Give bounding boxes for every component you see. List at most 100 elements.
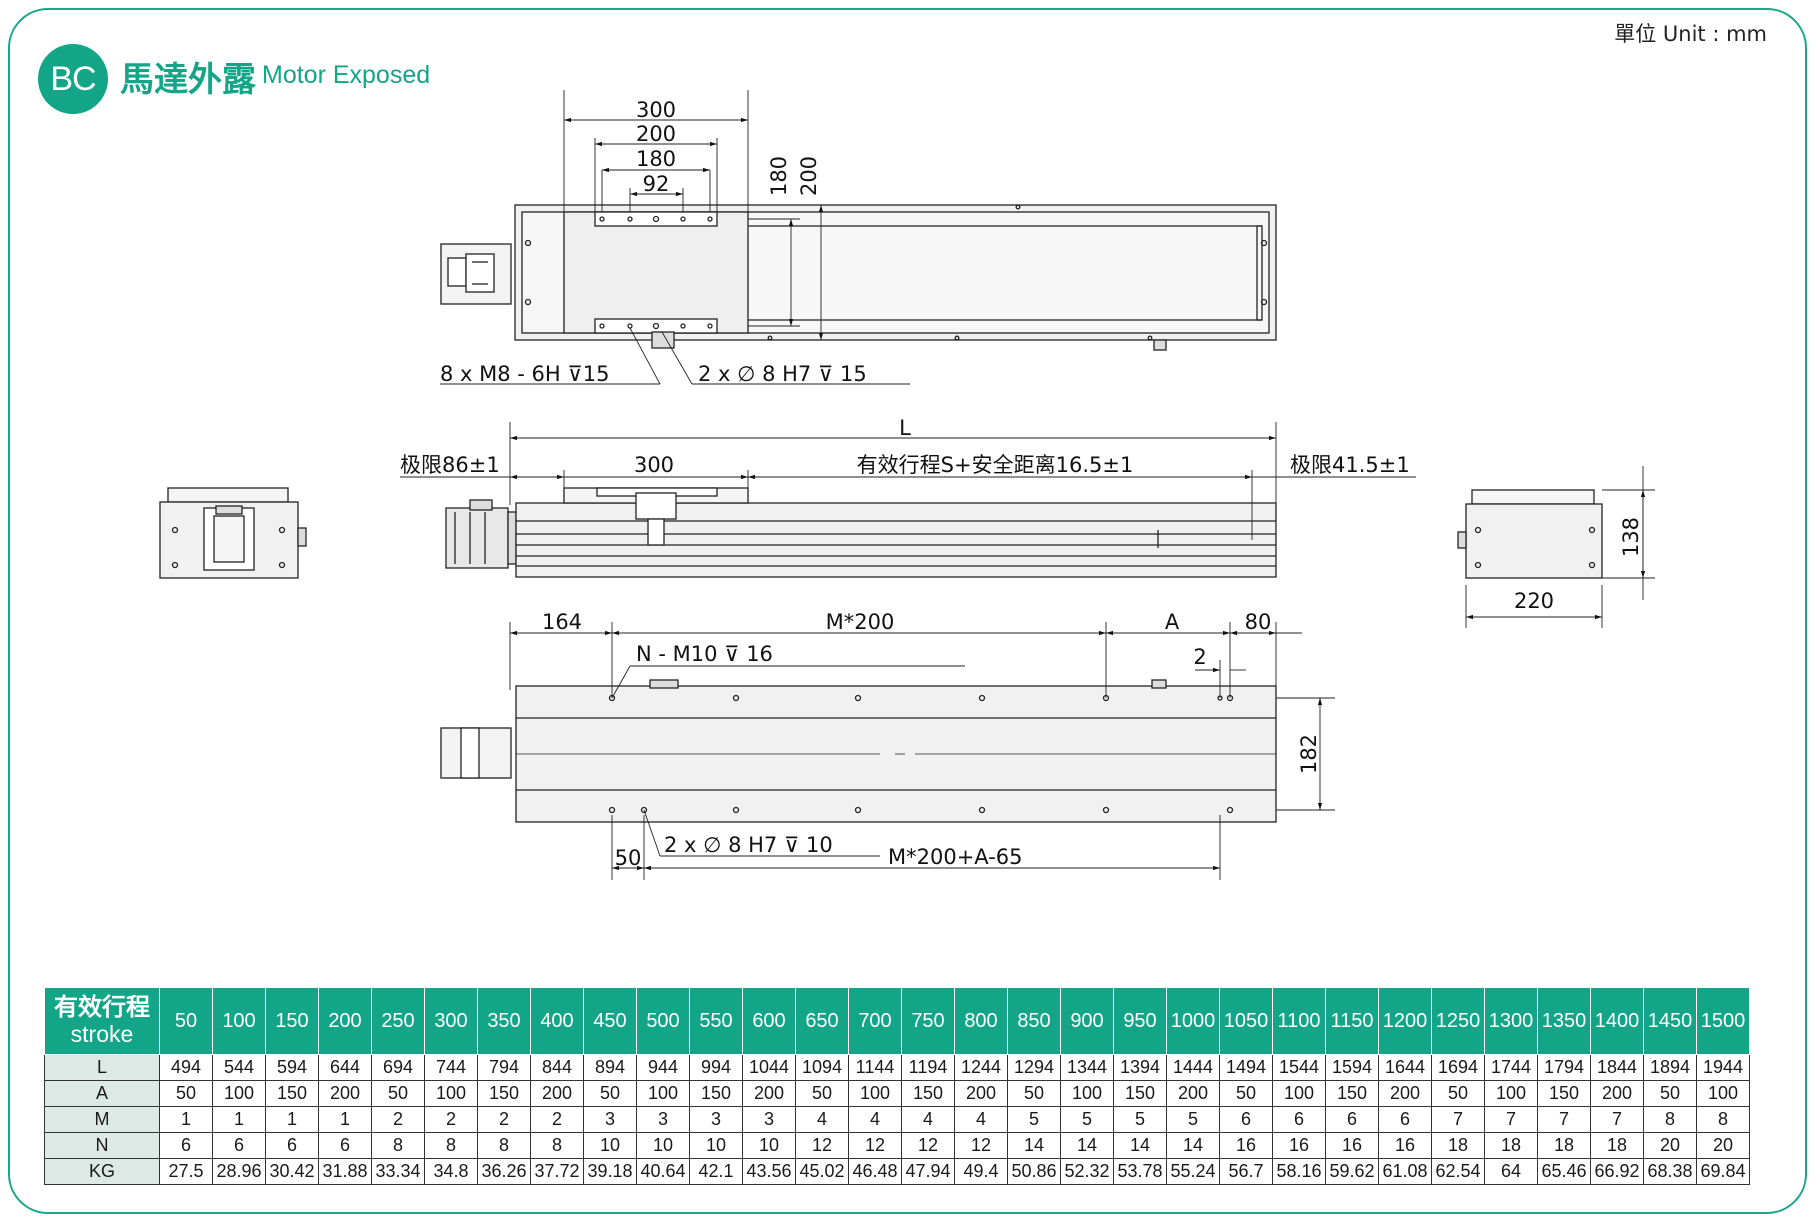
table-cell: 1694 bbox=[1431, 1054, 1485, 1081]
table-cell: 1144 bbox=[848, 1054, 902, 1081]
stroke-cell: 550 bbox=[689, 987, 743, 1055]
right-end-labels: 138 220 bbox=[1514, 517, 1643, 613]
table-cell: 744 bbox=[424, 1054, 478, 1081]
table-cell: 69.84 bbox=[1696, 1158, 1750, 1185]
side-view bbox=[400, 422, 1416, 578]
table-cell: 6 bbox=[1272, 1106, 1326, 1133]
stroke-cell: 100 bbox=[212, 987, 266, 1055]
stroke-note: 有效行程S+安全距离16.5±1 bbox=[857, 453, 1134, 477]
table-cell: 50 bbox=[1007, 1080, 1061, 1107]
table-cell: 4 bbox=[954, 1106, 1008, 1133]
table-cell: 65.46 bbox=[1537, 1158, 1591, 1185]
table-cell: 49.4 bbox=[954, 1158, 1008, 1185]
table-cell: 61.08 bbox=[1378, 1158, 1432, 1185]
table-cell: 1094 bbox=[795, 1054, 849, 1081]
dim-180: 180 bbox=[636, 147, 676, 171]
table-cell: 3 bbox=[583, 1106, 637, 1133]
stroke-cell: 250 bbox=[371, 987, 425, 1055]
table-cell: 12 bbox=[901, 1132, 955, 1159]
table-cell: 1794 bbox=[1537, 1054, 1591, 1081]
table-cell: 16 bbox=[1272, 1132, 1326, 1159]
table-cell: 844 bbox=[530, 1054, 584, 1081]
pin-note-bottom: 2 x ∅ 8 H7 ⊽ 10 bbox=[664, 833, 833, 857]
stroke-cell: 1150 bbox=[1325, 987, 1379, 1055]
span-note: M*200+A-65 bbox=[888, 845, 1023, 869]
dim-80: 80 bbox=[1245, 610, 1272, 634]
table-cell: 150 bbox=[901, 1080, 955, 1107]
stroke-cell: 1500 bbox=[1696, 987, 1750, 1055]
stroke-cell: 700 bbox=[848, 987, 902, 1055]
table-cell: 55.24 bbox=[1166, 1158, 1220, 1185]
table-cell: 1 bbox=[212, 1106, 266, 1133]
table-cell: 2 bbox=[477, 1106, 531, 1133]
table-cell: 14 bbox=[1007, 1132, 1061, 1159]
table-cell: 1644 bbox=[1378, 1054, 1432, 1081]
table-cell: 14 bbox=[1060, 1132, 1114, 1159]
table-cell: 30.42 bbox=[265, 1158, 319, 1185]
title-english: Motor Exposed bbox=[262, 61, 431, 89]
table-cell: 28.96 bbox=[212, 1158, 266, 1185]
table-cell: 1744 bbox=[1484, 1054, 1538, 1081]
table-cell: 50 bbox=[1219, 1080, 1273, 1107]
table-cell: 1244 bbox=[954, 1054, 1008, 1081]
table-cell: 56.7 bbox=[1219, 1158, 1273, 1185]
table-cell: 50 bbox=[1643, 1080, 1697, 1107]
table-cell: 150 bbox=[477, 1080, 531, 1107]
bottom-view bbox=[440, 622, 1335, 880]
stroke-cell: 1000 bbox=[1166, 987, 1220, 1055]
table-cell: 8 bbox=[1696, 1106, 1750, 1133]
table-cell: 200 bbox=[1378, 1080, 1432, 1107]
table-cell: 8 bbox=[1643, 1106, 1697, 1133]
table-cell: 43.56 bbox=[742, 1158, 796, 1185]
table-cell: 200 bbox=[954, 1080, 1008, 1107]
table-cell: 7 bbox=[1590, 1106, 1644, 1133]
table-cell: 694 bbox=[371, 1054, 425, 1081]
stroke-header-zh: 有效行程 bbox=[54, 994, 150, 1021]
stroke-cell: 750 bbox=[901, 987, 955, 1055]
dim-200: 200 bbox=[636, 122, 676, 146]
dim-L: L bbox=[899, 416, 911, 440]
table-cell: 53.78 bbox=[1113, 1158, 1167, 1185]
row-label: KG bbox=[44, 1158, 160, 1185]
stroke-cell: 400 bbox=[530, 987, 584, 1055]
table-cell: 1194 bbox=[901, 1054, 955, 1081]
table-cell: 27.5 bbox=[159, 1158, 213, 1185]
stroke-cell: 650 bbox=[795, 987, 849, 1055]
right-end-view bbox=[1457, 466, 1655, 628]
table-cell: 8 bbox=[371, 1132, 425, 1159]
stroke-cell: 1400 bbox=[1590, 987, 1644, 1055]
table-cell: 4 bbox=[901, 1106, 955, 1133]
row-label: A bbox=[44, 1080, 160, 1107]
row-label: L bbox=[44, 1054, 160, 1081]
stroke-cell: 1300 bbox=[1484, 987, 1538, 1055]
stroke-cell: 1450 bbox=[1643, 987, 1697, 1055]
stroke-cell: 950 bbox=[1113, 987, 1167, 1055]
table-cell: 12 bbox=[795, 1132, 849, 1159]
table-cell: 50 bbox=[583, 1080, 637, 1107]
limit-right: 极限41.5±1 bbox=[1290, 453, 1410, 477]
dim-92: 92 bbox=[643, 172, 670, 196]
table-cell: 894 bbox=[583, 1054, 637, 1081]
stroke-header-label: 有效行程 stroke bbox=[44, 987, 160, 1055]
table-cell: 31.88 bbox=[318, 1158, 372, 1185]
section-badge: BC bbox=[38, 44, 108, 114]
dim-50: 50 bbox=[615, 846, 642, 870]
table-cell: 36.26 bbox=[477, 1158, 531, 1185]
table-cell: 100 bbox=[636, 1080, 690, 1107]
stroke-cell: 50 bbox=[159, 987, 213, 1055]
table-cell: 7 bbox=[1431, 1106, 1485, 1133]
table-cell: 100 bbox=[1484, 1080, 1538, 1107]
table-cell: 16 bbox=[1219, 1132, 1273, 1159]
dim-182: 182 bbox=[1297, 734, 1321, 774]
table-cell: 14 bbox=[1113, 1132, 1167, 1159]
table-cell: 6 bbox=[318, 1132, 372, 1159]
table-cell: 18 bbox=[1484, 1132, 1538, 1159]
table-cell: 8 bbox=[424, 1132, 478, 1159]
dim-m200: M*200 bbox=[826, 610, 895, 634]
pin-note-top: 2 x ∅ 8 H7 ⊽ 15 bbox=[698, 362, 867, 386]
